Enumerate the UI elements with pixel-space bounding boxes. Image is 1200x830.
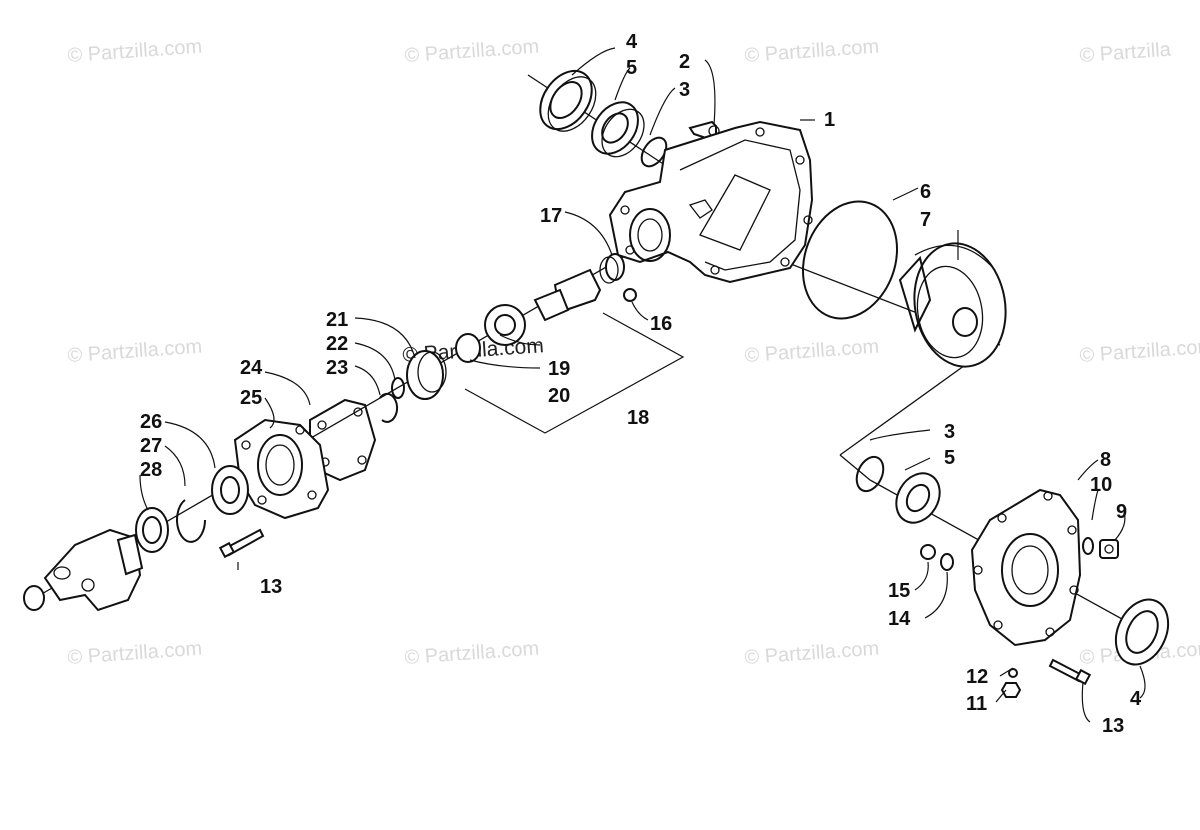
watermark: © Partzilla.com <box>404 638 540 669</box>
o-ring-part-3-right <box>855 455 885 493</box>
callout-label: 26 <box>140 411 162 433</box>
group-bracket-18 <box>464 312 685 434</box>
callout-label: 3 <box>944 421 955 443</box>
shim-part-22 <box>391 377 405 399</box>
callout-label: 6 <box>920 181 931 203</box>
callout-label: 23 <box>326 357 348 379</box>
bolt-part-13-right <box>1048 658 1092 686</box>
callout-label: 16 <box>650 313 672 335</box>
watermark: © Partzilla.com <box>744 638 880 669</box>
callout-label: 10 <box>1090 474 1112 496</box>
snap-ring-part-23 <box>379 392 399 423</box>
bearing-part-5 <box>591 101 645 158</box>
seal-part-28 <box>135 507 169 553</box>
watermark: © Partzilla.com <box>67 336 203 367</box>
callout-label: 1 <box>824 109 835 131</box>
watermark: © Partzilla.com <box>744 36 880 67</box>
callout-label: 5 <box>626 57 637 79</box>
washer-part-12 <box>1008 668 1018 678</box>
needle-bearing-part-17 <box>599 253 625 284</box>
callout-label: 25 <box>240 387 262 409</box>
snap-ring-part-27 <box>176 499 206 543</box>
plug-part-15 <box>920 544 936 560</box>
bearing-part-5-right <box>895 472 941 524</box>
pinion-shaft-assembly <box>455 268 602 363</box>
yoke <box>23 528 144 612</box>
callout-label: 9 <box>1116 501 1127 523</box>
watermark: © Partzilla.com <box>1079 336 1200 367</box>
callout-label: 18 <box>627 407 649 429</box>
callout-label: 21 <box>326 309 348 331</box>
seal-part-4 <box>539 69 597 132</box>
callout-label: 2 <box>679 51 690 73</box>
washer-part-10 <box>1082 537 1094 555</box>
callout-label: 13 <box>1102 715 1124 737</box>
plug-part-16 <box>623 288 637 302</box>
o-ring-part-3 <box>640 136 668 168</box>
callout-label: 20 <box>548 385 570 407</box>
watermark: © Partzilla.com <box>67 638 203 669</box>
callout-label: 5 <box>944 447 955 469</box>
bearing-part-26 <box>211 465 249 515</box>
watermark: © Partzilla.com <box>744 336 880 367</box>
callout-label: 19 <box>548 358 570 380</box>
housing-part-1 <box>608 120 814 284</box>
ring-gear-part-7 <box>898 242 1007 368</box>
callout-label: 11 <box>966 693 987 715</box>
o-ring-part-6 <box>801 200 899 320</box>
seal-part-4-right <box>1114 598 1170 666</box>
bolt-part-13-left <box>218 528 265 559</box>
nut-part-11 <box>1000 682 1022 698</box>
callout-label: 17 <box>540 205 562 227</box>
callout-label: 28 <box>140 459 162 481</box>
bearing-housing-part-25 <box>233 418 330 520</box>
callout-label: 7 <box>920 209 931 231</box>
callout-label: 4 <box>1130 688 1142 710</box>
callout-label: 15 <box>888 580 910 602</box>
watermark: © Partzilla <box>1079 39 1173 67</box>
watermark-layer: © Partzilla.com © Partzilla.com © Partzi… <box>67 36 1200 669</box>
callout-label: 3 <box>679 79 690 101</box>
callout-label: 27 <box>140 435 162 457</box>
callout-label: 8 <box>1100 449 1111 471</box>
washer-part-14 <box>940 553 954 571</box>
callout-label: 24 <box>240 357 263 379</box>
callout-label: 12 <box>966 666 988 688</box>
plug-part-9 <box>1099 539 1119 559</box>
bearing-cup-part-21 <box>406 350 447 400</box>
callout-label: 22 <box>326 333 348 355</box>
watermark: © Partzilla.com <box>404 36 540 67</box>
callout-label: 4 <box>626 31 638 53</box>
leader-lines <box>139 47 1146 723</box>
cover-part-8 <box>970 488 1082 647</box>
watermark: © Partzilla.com <box>67 36 203 67</box>
callout-labels: 1 2 3 4 5 16 17 6 7 21 22 23 19 20 18 24… <box>140 31 1142 737</box>
callout-label: 13 <box>260 576 282 598</box>
callout-label: 14 <box>888 608 911 630</box>
